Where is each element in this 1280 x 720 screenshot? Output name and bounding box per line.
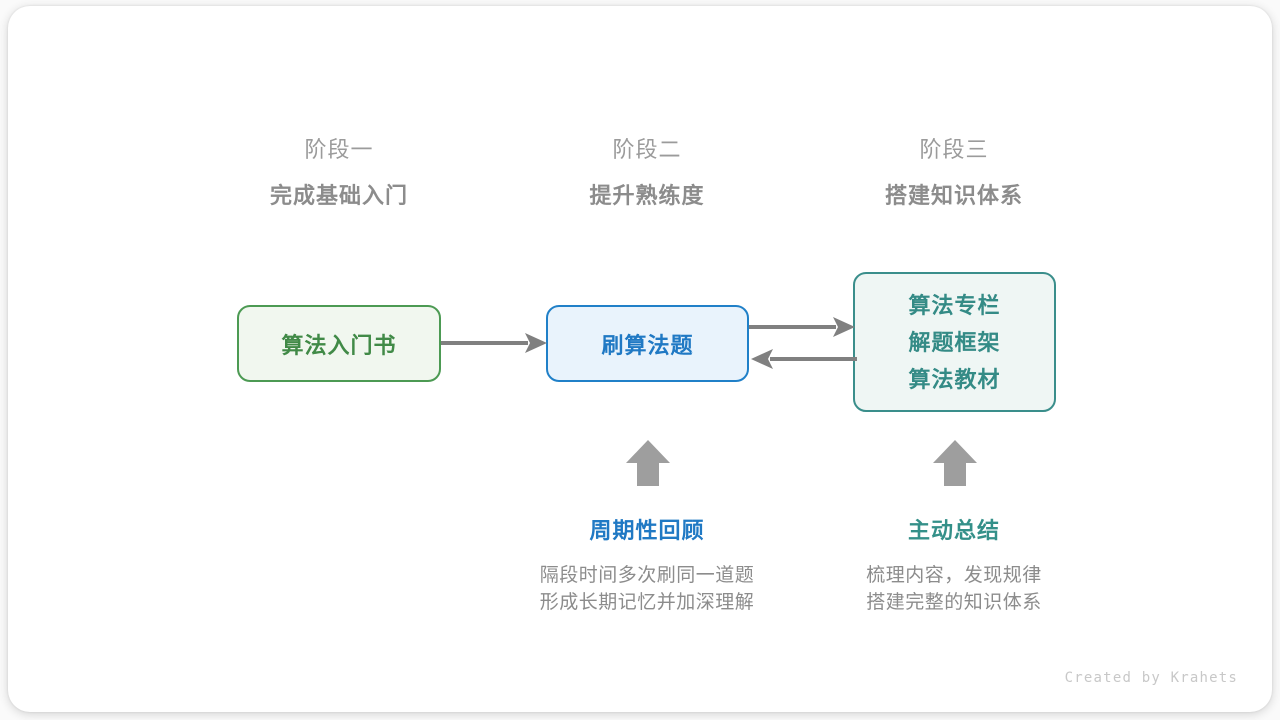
stage-goal-label-2: 提升熟练度 <box>589 183 705 208</box>
note-title: 周期性回顾 <box>589 518 705 543</box>
stage-index-label-1: 阶段一 <box>304 137 374 162</box>
note-body-line: 梳理内容，发现规律 <box>866 565 1042 586</box>
arrow-practice-to-knowledge <box>749 317 855 337</box>
arrow-up-into-knowledge <box>933 440 977 486</box>
stage-index-label-3: 阶段三 <box>919 137 989 162</box>
node-label-line: 算法入门书 <box>281 332 397 358</box>
stage-header-2: 阶段二 提升熟练度 <box>517 135 777 211</box>
stage-goal-label-1: 完成基础入门 <box>269 183 408 208</box>
arrow-book-to-practice <box>441 333 547 353</box>
stage-goal-label-3: 搭建知识体系 <box>884 183 1023 208</box>
arrow-up-into-practice <box>626 440 670 486</box>
note-title: 主动总结 <box>907 518 1000 543</box>
note-body-line: 形成长期记忆并加深理解 <box>539 592 755 613</box>
node-label-line: 算法专栏 <box>908 292 1001 318</box>
node-label-line: 解题框架 <box>908 329 1001 355</box>
arrow-knowledge-to-practice <box>751 349 857 369</box>
stage-header-3: 阶段三 搭建知识体系 <box>824 135 1084 211</box>
note-periodic-review: 周期性回顾 隔段时间多次刷同一道题 形成长期记忆并加深理解 <box>487 516 807 616</box>
credit-label: Created by Krahets <box>1064 670 1238 686</box>
note-body-line: 搭建完整的知识体系 <box>866 592 1042 613</box>
node-label-line: 算法教材 <box>908 366 1001 392</box>
stage-header-1: 阶段一 完成基础入门 <box>209 135 469 211</box>
node-algorithm-intro-book[interactable]: 算法入门书 <box>237 305 441 382</box>
stage-index-label-2: 阶段二 <box>612 137 682 162</box>
note-active-summary: 主动总结 梳理内容，发现规律 搭建完整的知识体系 <box>794 516 1114 616</box>
node-knowledge-resources[interactable]: 算法专栏 解题框架 算法教材 <box>853 272 1056 412</box>
note-body: 梳理内容，发现规律 搭建完整的知识体系 <box>794 562 1114 616</box>
node-practice-problems[interactable]: 刷算法题 <box>546 305 749 382</box>
note-body-line: 隔段时间多次刷同一道题 <box>539 565 755 586</box>
node-label-line: 刷算法题 <box>601 332 694 358</box>
diagram-card: 阶段一 完成基础入门 阶段二 提升熟练度 阶段三 搭建知识体系 算法入门书 刷算… <box>8 6 1272 712</box>
note-body: 隔段时间多次刷同一道题 形成长期记忆并加深理解 <box>487 562 807 616</box>
